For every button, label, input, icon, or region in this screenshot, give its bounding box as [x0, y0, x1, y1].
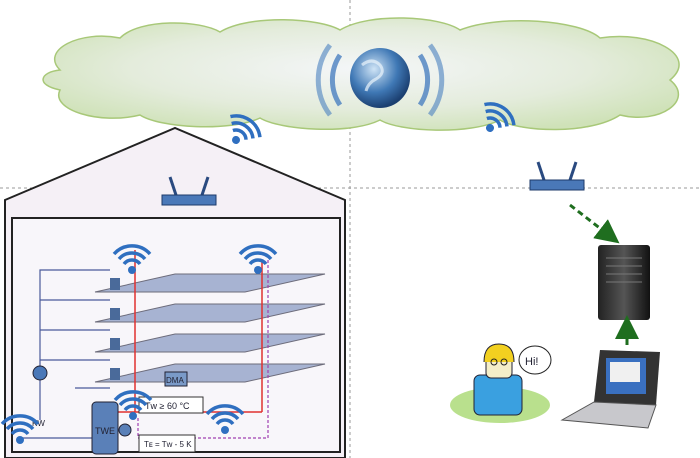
pipe-network [20, 250, 269, 439]
controller-box [164, 371, 188, 387]
temperature-condition-1: Tᴡ ≥ 60 °C [145, 401, 190, 411]
server-icon [598, 245, 650, 320]
router-icon [529, 161, 585, 191]
speech-bubble: Hi! [518, 345, 552, 375]
circulation-pump-icon [118, 423, 132, 437]
pump-icon [32, 365, 48, 381]
building-floors [94, 273, 326, 383]
router-icon [161, 176, 217, 206]
temperature-condition-box [138, 434, 196, 453]
laptop-icon [560, 350, 660, 429]
temperature-condition-box [138, 396, 204, 414]
user-avatar [450, 343, 550, 423]
storage-tank-label: TWE [95, 426, 115, 436]
controller-label: DMA [166, 376, 184, 385]
internet-globe-icon [315, 43, 445, 117]
speech-text: Hi! [525, 356, 538, 368]
storage-tank [91, 401, 119, 455]
temperature-condition-2: Tᴇ = Tᴡ - 5 K [144, 440, 192, 449]
data-flow-arrow [569, 203, 620, 244]
cold-water-label: KW [32, 419, 45, 428]
